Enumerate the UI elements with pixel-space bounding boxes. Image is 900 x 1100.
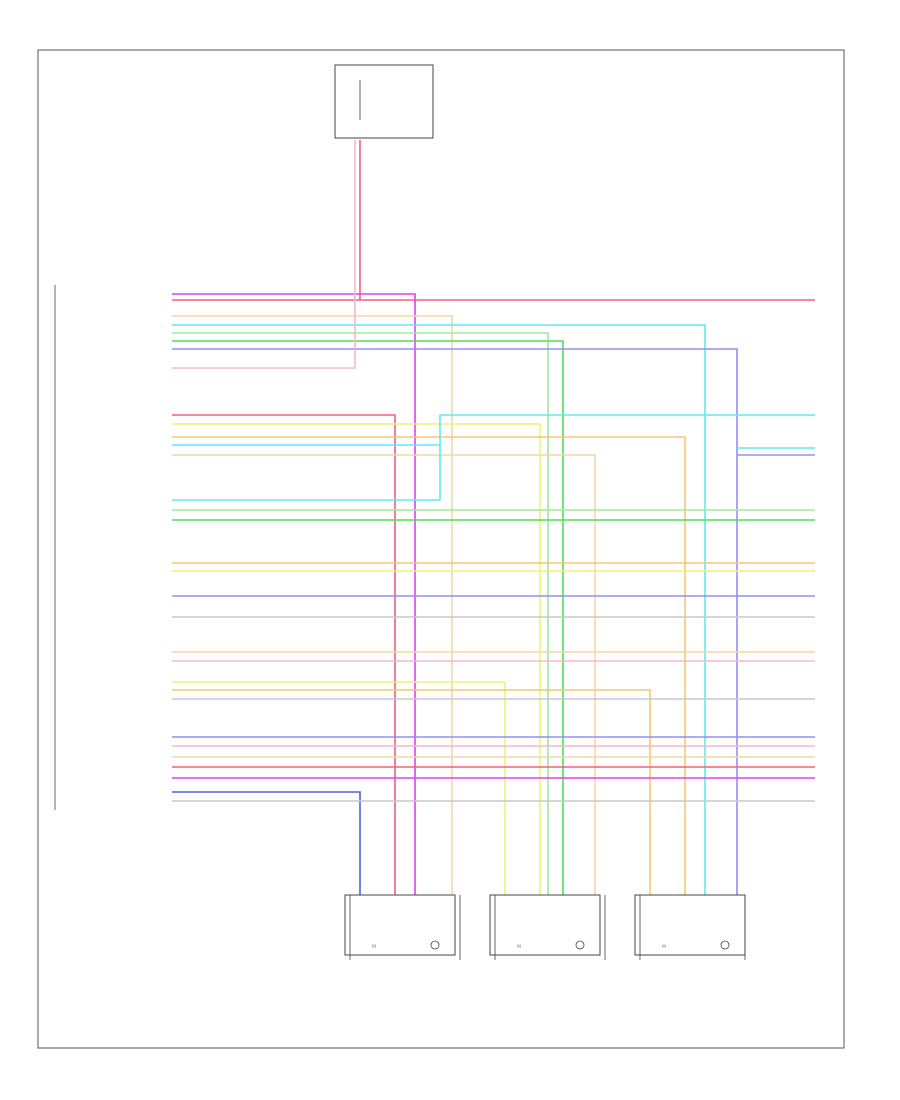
wire-pink (172, 140, 356, 369)
motor-box-3 (634, 894, 746, 956)
motor-box-2 (489, 894, 601, 956)
motor-symbol-2: M (517, 940, 585, 950)
wire-light-blue (172, 414, 815, 446)
wire-light-green (172, 332, 549, 895)
wire-light-blue (172, 445, 441, 501)
wire-light-blue (172, 324, 706, 895)
wire-green (172, 340, 564, 895)
wire-orange (172, 689, 651, 895)
motor-symbol-3: M (662, 940, 730, 950)
motor-symbol-1: M (372, 940, 440, 950)
wire-group (172, 140, 815, 960)
svg-text:M: M (662, 944, 666, 950)
motor-box-1 (344, 894, 456, 956)
svg-text:M: M (517, 944, 521, 950)
wire-yellow (172, 681, 506, 895)
wire-tan (172, 315, 453, 895)
wire-tan (172, 454, 596, 895)
wire-magenta (172, 293, 416, 895)
wire-orange (172, 436, 686, 895)
fuse-block (334, 64, 434, 139)
wire-red (172, 414, 396, 895)
diagram-border (37, 49, 845, 1049)
wire-yellow (172, 423, 541, 895)
wire-blue (172, 348, 738, 895)
svg-text:M: M (372, 944, 376, 950)
wire-dark-blue (172, 791, 361, 895)
